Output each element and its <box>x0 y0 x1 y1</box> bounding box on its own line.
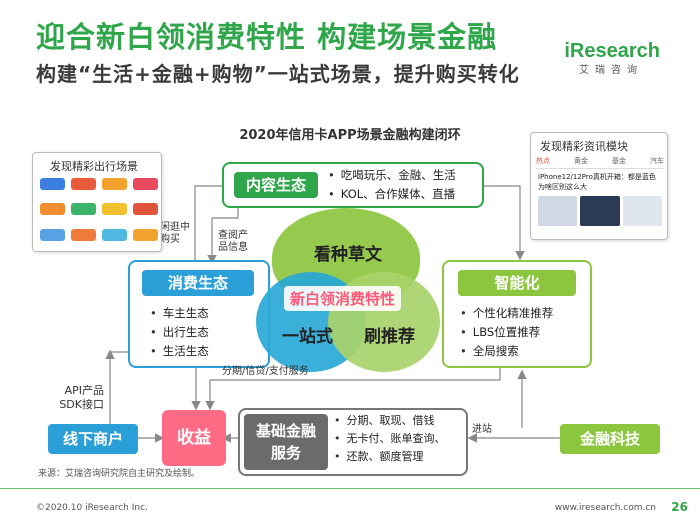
app-icon <box>102 178 127 190</box>
app-icon <box>102 228 127 241</box>
basic-finance-item: 还款、额度管理 <box>334 448 446 466</box>
app-icon <box>133 228 158 241</box>
smart-item: LBS位置推荐 <box>460 323 553 342</box>
page-number: 26 <box>671 500 688 514</box>
phone-image <box>622 196 662 226</box>
smart-header: 智能化 <box>458 270 576 296</box>
news-tab: 基金 <box>612 157 626 165</box>
offline-merchant-box: 线下商户 <box>48 424 138 454</box>
venn-top-label: 看种草文 <box>314 245 382 265</box>
consume-eco-item: 生活生态 <box>150 342 209 361</box>
page-title: 迎合新白领消费特性 构建场景金融 <box>36 20 498 54</box>
footer-divider <box>0 488 700 489</box>
label-api-sdk: API产品 SDK接口 <box>59 384 104 411</box>
app-icon <box>102 203 127 216</box>
smart-list: 个性化精准推荐 LBS位置推荐 全局搜索 <box>460 304 554 361</box>
content-eco-item: KOL、合作媒体、直播 <box>328 185 456 204</box>
smart-item: 全局搜索 <box>460 342 553 361</box>
basic-finance-item: 分期、取现、借钱 <box>334 412 446 430</box>
income-box: 收益 <box>162 410 226 466</box>
fintech-box: 金融科技 <box>560 424 660 454</box>
smart-item: 个性化精准推荐 <box>460 304 554 323</box>
label-services: 分期/信贷/支付服务 <box>222 366 309 377</box>
news-thumbnail <box>538 196 662 226</box>
app-icon <box>40 228 65 241</box>
app-icon <box>71 203 96 216</box>
venn-center-label: 新白领消费特性 <box>284 286 402 311</box>
copyright: ©2020.10 iResearch Inc. <box>36 503 148 513</box>
content-eco-header: 内容生态 <box>234 172 318 198</box>
arrow-content-to-consume <box>207 205 239 265</box>
consume-eco-header: 消费生态 <box>142 270 254 296</box>
venn-left-label: 一站式 <box>282 327 333 347</box>
travel-scene-title: 发现精彩出行场景 <box>50 160 138 173</box>
basic-finance-item: 无卡付、账单查询、 <box>334 430 446 448</box>
content-eco-item: 吃喝玩乐、金融、生活 <box>328 166 456 185</box>
basic-finance-label-1: 基础金融 <box>255 422 316 440</box>
arrow-services <box>205 368 501 411</box>
venn-right-label: 刷推荐 <box>364 327 415 347</box>
consume-eco-item: 车主生态 <box>150 304 209 323</box>
news-tab: 热点 <box>536 157 550 165</box>
news-tab: 黄金 <box>574 157 588 165</box>
label-check-product: 查阅产 品信息 <box>218 230 248 253</box>
page-subtitle: 构建“生活+金融+购物”一站式场景，提升购买转化 <box>36 62 520 86</box>
app-icon <box>40 178 65 190</box>
phone-image <box>538 196 578 226</box>
basic-finance-list: 分期、取现、借钱 无卡付、账单查询、 还款、额度管理 <box>334 412 446 466</box>
app-icon <box>71 228 96 241</box>
arrow-content-to-smart <box>482 185 525 261</box>
diagram-title: 2020年信用卡APP场景金融构建闭环 <box>239 128 461 143</box>
news-tabs: 热点 黄金 基金 汽车 <box>536 156 664 169</box>
app-icon <box>133 203 158 216</box>
travel-icon-grid <box>40 178 158 248</box>
news-module-title: 发现精彩资讯模块 <box>540 140 628 153</box>
news-headline: iPhone12/12Pro真机开箱：都是蓝色为啥区别这么大 <box>538 173 656 191</box>
news-tab: 汽车 <box>650 157 664 165</box>
consume-eco-list: 车主生态 出行生态 生活生态 <box>150 304 209 361</box>
phone-image <box>580 196 620 226</box>
content-eco-list: 吃喝玩乐、金融、生活 KOL、合作媒体、直播 <box>328 166 456 204</box>
label-enter: 进站 <box>472 424 492 435</box>
logo-text: iResearch <box>564 40 660 62</box>
basic-finance-header: 基础金融 服务 <box>244 414 328 470</box>
app-icon <box>40 203 65 216</box>
app-icon <box>71 178 96 190</box>
arrow-consume-to-content <box>194 181 233 270</box>
app-icon <box>133 178 158 190</box>
source-note: 来源：艾瑞咨询研究院自主研究及绘制。 <box>38 469 201 479</box>
website: www.iresearch.com.cn <box>554 503 656 513</box>
iresearch-logo: iResearch 艾瑞咨询 <box>550 40 660 76</box>
label-browse-buy: 闲逛中 购买 <box>160 222 190 245</box>
consume-eco-item: 出行生态 <box>150 323 209 342</box>
basic-finance-label-2: 服务 <box>270 444 301 462</box>
logo-subtext: 艾瑞咨询 <box>579 65 643 76</box>
